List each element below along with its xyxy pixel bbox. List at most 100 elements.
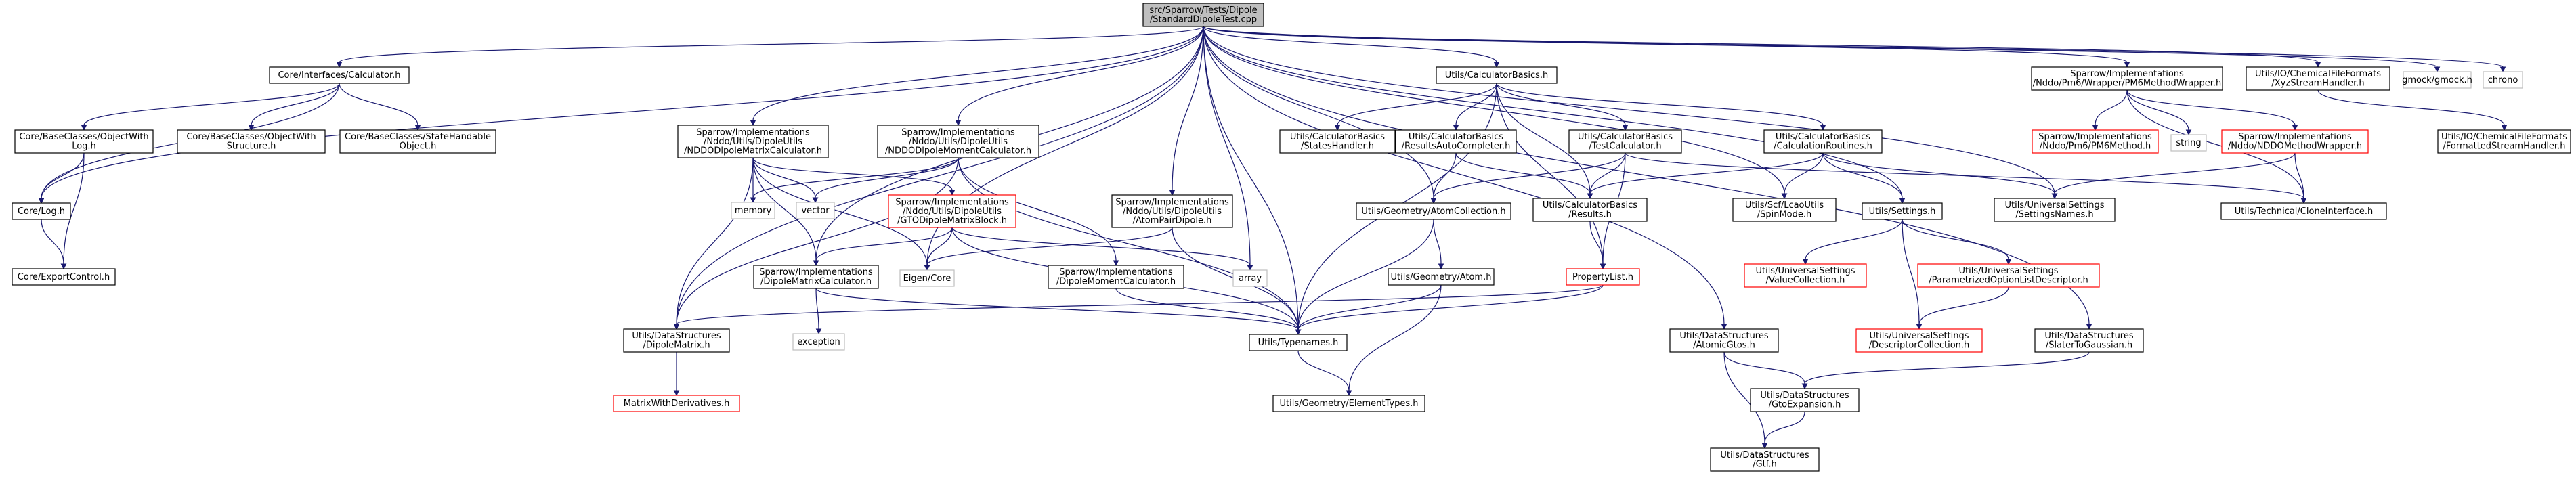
node-desccoll[interactable]: Utils/UniversalSettings/DescriptorCollec…: [1855, 328, 1983, 353]
node-pm6method[interactable]: Sparrow/Implementations/Nddo/Pm6/PM6Meth…: [2032, 129, 2159, 154]
node-exception[interactable]: exception: [792, 333, 845, 351]
node-box: [613, 395, 740, 412]
node-box: [1395, 129, 1517, 154]
edge-gto_block-to-array: [951, 227, 1253, 271]
node-typenames[interactable]: Utils/Typenames.h: [1249, 334, 1348, 351]
node-box: [1272, 395, 1425, 412]
node-dipmatcalc[interactable]: Sparrow/Implementations/DipoleMatrixCalc…: [753, 265, 879, 289]
node-label-line: Utils/DataStructures: [1760, 391, 1849, 401]
node-memory[interactable]: memory: [731, 202, 775, 219]
edge-gtoexp-to-gtf: [1761, 411, 1805, 449]
node-nddo-ndcalc[interactable]: Sparrow/Implementations/Nddo/Utils/Dipol…: [677, 125, 829, 158]
node-label-line: Sparrow/Implementations: [2238, 132, 2352, 142]
node-resautocomp[interactable]: Utils/CalculatorBasics/ResultsAutoComple…: [1395, 129, 1517, 154]
node-label-line: /DipoleMatrixCalculator.h: [760, 277, 872, 287]
node-settings[interactable]: Utils/Settings.h: [1862, 202, 1943, 220]
node-calcroutines[interactable]: Utils/CalculatorBasics/CalculationRoutin…: [1763, 129, 1883, 154]
node-calcbasics[interactable]: Utils/CalculatorBasics.h: [1436, 66, 1558, 84]
node-array[interactable]: array: [1232, 269, 1268, 287]
node-exportctl[interactable]: Core/ExportControl.h: [12, 268, 116, 286]
node-atomicgtos[interactable]: Utils/DataStructures/AtomicGtos.h: [1669, 328, 1779, 353]
edge-atomicgtos-to-gtoexp: [1723, 351, 1808, 390]
node-testcalc[interactable]: Utils/CalculatorBasics/TestCalculator.h: [1568, 129, 1682, 154]
node-box: [1568, 129, 1682, 154]
node-root[interactable]: src/Sparrow/Tests/Dipole/StandardDipoleT…: [1142, 3, 1264, 27]
node-label-line: /TestCalculator.h: [1589, 141, 1661, 152]
node-stateshandler[interactable]: Utils/CalculatorBasics/StatesHandler.h: [1279, 129, 1396, 154]
node-atompair[interactable]: Sparrow/Implementations/Nddo/Utils/Dipol…: [1111, 194, 1233, 228]
node-corelog[interactable]: Core/Log.h: [12, 202, 71, 220]
node-chrono[interactable]: chrono: [2483, 71, 2523, 89]
edge-root-to-pm6wrap: [1203, 26, 2130, 68]
node-calc[interactable]: Core/Interfaces/Calculator.h: [269, 66, 410, 84]
node-label-line: Utils/Geometry/ElementTypes.h: [1279, 399, 1418, 409]
edge-paramopt-to-desccoll: [1916, 286, 2009, 330]
node-slater[interactable]: Utils/DataStructures/SlaterToGaussian.h: [2034, 328, 2144, 353]
node-label-line: /SettingsNames.h: [2015, 210, 2093, 220]
node-xyzstream[interactable]: Utils/IO/ChemicalFileFormats/XyzStreamHa…: [2246, 66, 2390, 91]
edge-resautocomp-to-results: [1455, 152, 1593, 200]
node-box: [1356, 202, 1511, 220]
node-box: [731, 202, 775, 219]
node-gtoexp[interactable]: Utils/DataStructures/GtoExpansion.h: [1750, 388, 1860, 412]
node-elemtypes[interactable]: Utils/Geometry/ElementTypes.h: [1272, 395, 1425, 412]
node-label-line: /StatesHandler.h: [1301, 141, 1374, 152]
node-label-line: Utils/DataStructures: [2044, 331, 2134, 341]
node-valuecoll[interactable]: Utils/UniversalSettings/ValueCollection.…: [1744, 263, 1867, 288]
edge-pm6wrap-to-nddowrap: [2126, 89, 2298, 131]
node-paramopt[interactable]: Utils/UniversalSettings/ParametrizedOpti…: [1917, 263, 2100, 288]
edge-calcbasics-to-proplist: [1496, 83, 1606, 270]
edge-nddo_nmcalc-to-dipmomcalc: [958, 157, 1119, 267]
edge-calcbasics-to-calcroutines: [1496, 83, 1826, 131]
node-atomcoll[interactable]: Utils/Geometry/AtomCollection.h: [1356, 202, 1511, 220]
node-nddowrap[interactable]: Sparrow/Implementations/Nddo/NDDOMethodW…: [2221, 129, 2369, 154]
edge-root-to-xyzstream: [1203, 26, 2321, 68]
node-settingnames[interactable]: Utils/UniversalSettings/SettingsNames.h: [1994, 198, 2116, 222]
node-box: [2403, 71, 2472, 89]
node-label-line: /ValueCollection.h: [1766, 276, 1845, 286]
node-spinmode[interactable]: Utils/Scf/LcaoUtils/SpinMode.h: [1732, 198, 1837, 222]
node-label-line: Utils/UniversalSettings: [1869, 331, 1969, 341]
edge-calc-to-statehand: [339, 83, 421, 131]
node-pm6wrap[interactable]: Sparrow/Implementations/Nddo/Pm6/Wrapper…: [2031, 66, 2223, 91]
node-cloneif[interactable]: Utils/Technical/CloneInterface.h: [2220, 202, 2387, 220]
edge-root-to-atompair: [1169, 26, 1204, 196]
node-label-line: /Nddo/Utils/DipoleUtils: [704, 137, 802, 147]
node-matderiv[interactable]: MatrixWithDerivatives.h: [613, 395, 740, 412]
edge-root-to-nddo_ndcalc: [750, 26, 1204, 127]
node-label-line: /ParametrizedOptionListDescriptor.h: [1929, 276, 2088, 286]
node-vector[interactable]: vector: [796, 202, 835, 219]
edge-root-to-settings: [1203, 26, 1906, 204]
edge-atompair-to-eigen: [924, 227, 1173, 271]
edge-root-to-chrono: [1203, 26, 2506, 73]
edge-root-to-corelog: [38, 26, 1204, 204]
node-gtf[interactable]: Utils/DataStructures/Gtf.h: [1710, 447, 1820, 472]
node-box: [1744, 263, 1867, 288]
node-label-line: Utils/DataStructures: [632, 331, 721, 341]
node-dipmatrix[interactable]: Utils/DataStructures/DipoleMatrix.h: [623, 328, 730, 353]
edge-nddo_nmcalc-to-vector: [812, 157, 959, 204]
node-formatted[interactable]: Utils/IO/ChemicalFileFormats/FormattedSt…: [2437, 129, 2571, 154]
node-results[interactable]: Utils/CalculatorBasics/Results.h: [1532, 198, 1648, 222]
node-label-line: /SpinMode.h: [1757, 210, 1812, 220]
node-box: [1710, 447, 1820, 472]
node-dipmomcalc[interactable]: Sparrow/Implementations/DipoleMomentCalc…: [1048, 265, 1184, 289]
node-gto-block[interactable]: Sparrow/Implementations/Nddo/Utils/Dipol…: [888, 194, 1016, 228]
node-label-line: /Nddo/NDDOMethodWrapper.h: [2228, 141, 2362, 152]
node-label-line: Utils/DataStructures: [1679, 331, 1769, 341]
node-box: [2483, 71, 2523, 89]
node-label-line: Core/Log.h: [18, 206, 65, 217]
node-proplist[interactable]: PropertyList.h: [1566, 268, 1640, 286]
node-string[interactable]: string: [2170, 134, 2207, 152]
node-eigen[interactable]: Eigen/Core: [899, 269, 955, 287]
node-label-line: Utils/IO/ChemicalFileFormats: [2441, 132, 2567, 142]
node-box: [1048, 265, 1184, 289]
edge-nddo_ndcalc-to-gto_block: [752, 157, 956, 196]
node-nddo-nmcalc[interactable]: Sparrow/Implementations/Nddo/Utils/Dipol…: [877, 125, 1039, 158]
node-gmock[interactable]: gmock/gmock.h: [2402, 71, 2472, 89]
node-atomh[interactable]: Utils/Geometry/Atom.h: [1388, 268, 1495, 286]
